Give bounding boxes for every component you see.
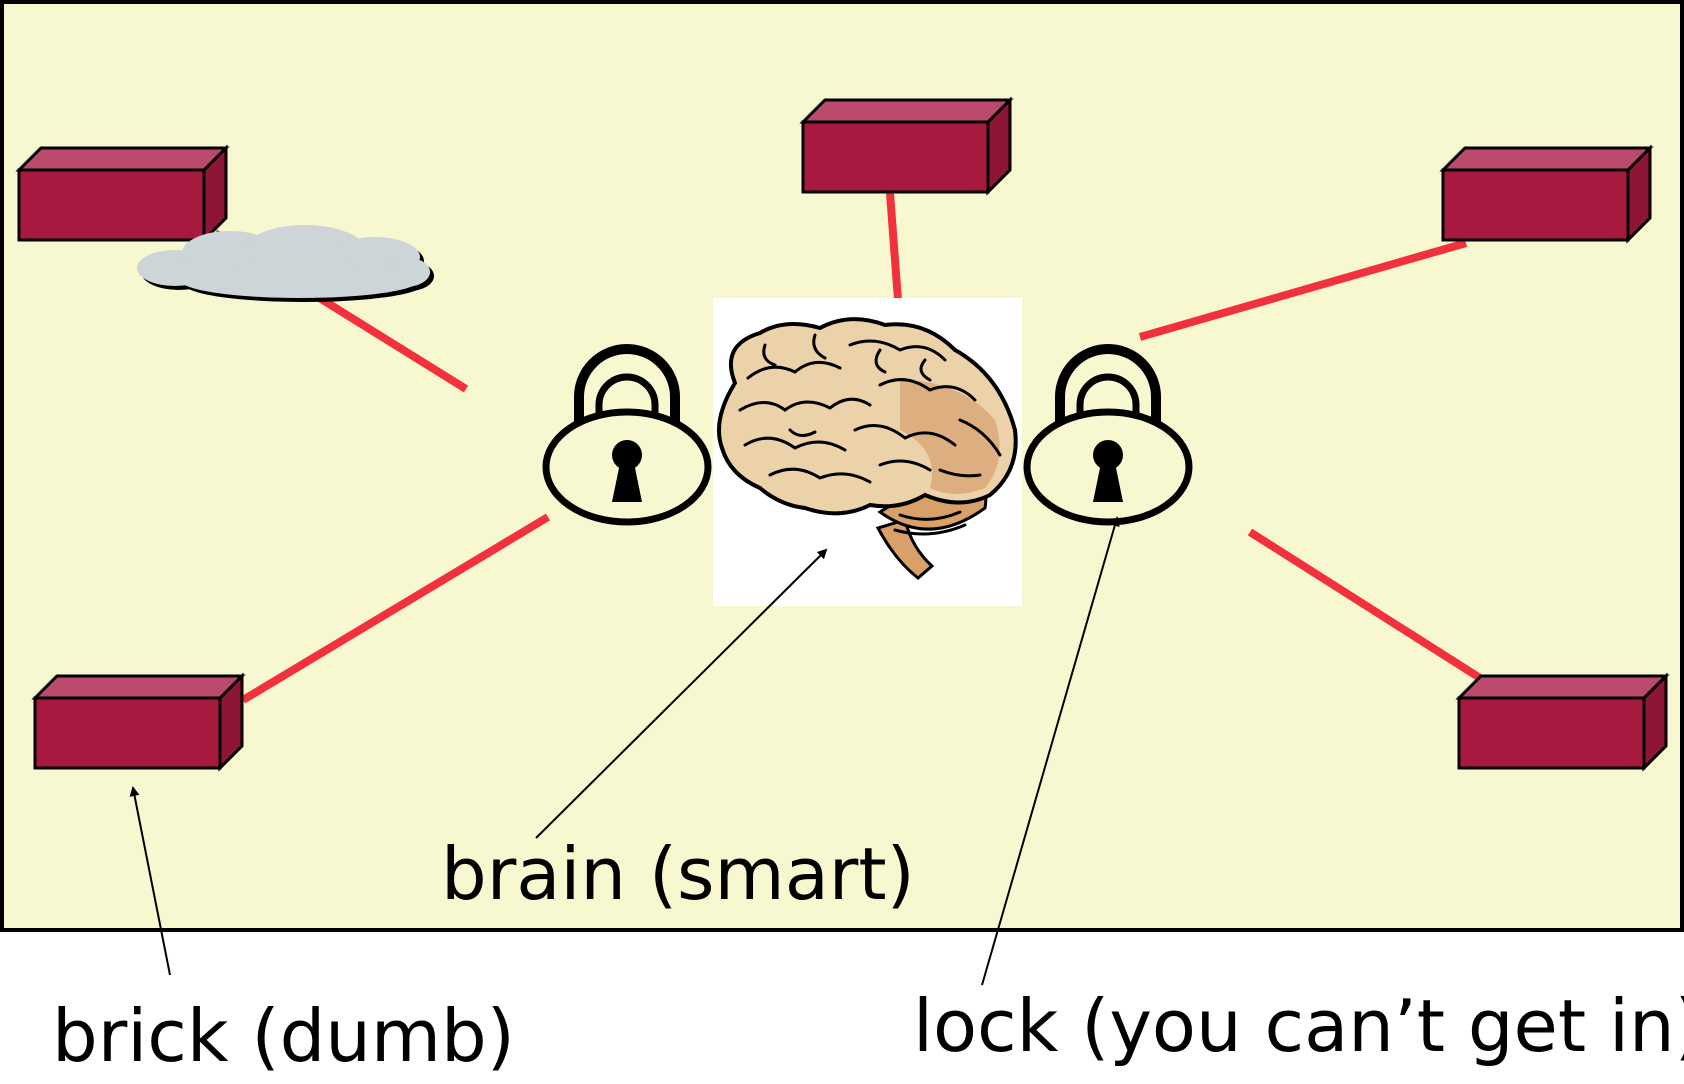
brain-icon (717, 317, 1018, 580)
connector-line (240, 513, 551, 704)
brick-icon (1457, 674, 1668, 770)
brick-pointer-arrow (129, 786, 171, 976)
cloud-icon (137, 225, 434, 302)
connector-line (1247, 528, 1483, 682)
brain-pointer-arrow (535, 548, 828, 839)
brick-label: brick (dumb) (52, 994, 515, 1078)
connector-line (886, 192, 902, 301)
lock-pointer-arrow (981, 516, 1120, 986)
brick-icon (1441, 146, 1652, 242)
lock-label: lock (you can’t get in) (913, 984, 1684, 1068)
brain-label: brain (smart) (441, 832, 915, 916)
brick-icon (33, 674, 244, 770)
brick-icon (801, 98, 1012, 194)
connector-line (1138, 239, 1468, 341)
brick-icon (17, 146, 228, 242)
